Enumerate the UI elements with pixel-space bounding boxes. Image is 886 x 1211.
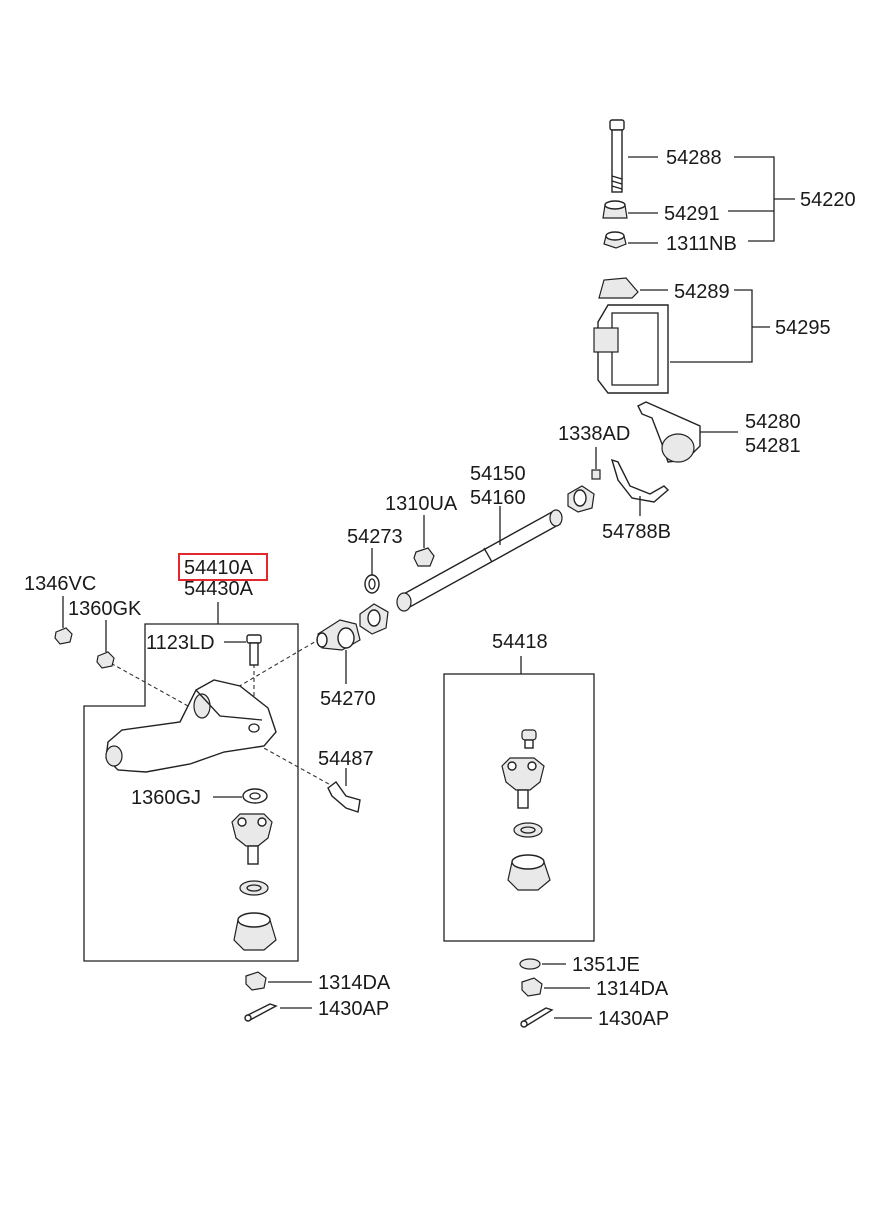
bolt-1123LD[interactable]: [246, 634, 262, 666]
label-1360GJ: 1360GJ: [131, 787, 201, 809]
highlight-box-54410A: [178, 553, 268, 581]
nut-1314DA-left[interactable]: [245, 971, 267, 991]
bushing-54273-upper[interactable]: [567, 485, 595, 513]
washer-1360GJ[interactable]: [242, 788, 268, 804]
cotter-pin-1430AP-left[interactable]: [244, 1003, 278, 1022]
assembly-box-54418: [443, 673, 595, 942]
nut-1360GK[interactable]: [96, 651, 115, 669]
assembly-box-54430A: [83, 623, 299, 962]
label-54280: 54280: [745, 411, 801, 433]
bracket-54280[interactable]: [637, 401, 701, 463]
ball-joint-right[interactable]: [501, 757, 545, 809]
label-1314DA-right: 1314DA: [596, 978, 669, 1000]
cotter-pin-1430AP-right[interactable]: [520, 1007, 554, 1028]
label-1360GK: 1360GK: [68, 598, 142, 620]
label-54410A[interactable]: 54410A: [184, 557, 254, 579]
label-1430AP-left: 1430AP: [318, 998, 389, 1020]
label-54220: 54220: [800, 189, 856, 211]
label-1430AP-right: 1430AP: [598, 1008, 669, 1030]
shaft-54150[interactable]: [396, 509, 563, 612]
label-1346VC: 1346VC: [24, 573, 96, 595]
label-54487: 54487: [318, 748, 374, 770]
label-54281: 54281: [745, 435, 801, 457]
label-1314DA-left: 1314DA: [318, 972, 391, 994]
bushing-54270[interactable]: [316, 603, 389, 651]
label-54430A: 54430A: [184, 578, 254, 600]
nut-1310UA[interactable]: [413, 547, 435, 567]
label-54289: 54289: [674, 281, 730, 303]
label-54295: 54295: [775, 317, 831, 339]
upper-control-arm[interactable]: [105, 679, 277, 773]
washer-1351JE[interactable]: [519, 958, 541, 970]
ball-joint-left[interactable]: [231, 813, 273, 865]
label-1123LD: 1123LD: [146, 632, 215, 654]
label-1351JE: 1351JE: [572, 954, 640, 976]
clip-54788B[interactable]: [610, 458, 670, 503]
nut-1311NB[interactable]: [603, 231, 627, 249]
nut-1346VC[interactable]: [54, 627, 73, 645]
label-54150: 54150: [470, 463, 526, 485]
label-54788B: 54788B: [602, 521, 671, 543]
label-1310UA: 1310UA: [385, 493, 458, 515]
seal-ring-left[interactable]: [239, 880, 269, 896]
dust-boot-right[interactable]: [507, 854, 551, 891]
label-54291: 54291: [664, 203, 720, 225]
washer-54273[interactable]: [364, 574, 380, 594]
bracket-54295[interactable]: [593, 304, 669, 394]
label-54160: 54160: [470, 487, 526, 509]
cap-54289[interactable]: [598, 277, 639, 299]
label-54418: 54418: [492, 631, 548, 653]
label-1338AD: 1338AD: [558, 423, 630, 445]
bushing-54291[interactable]: [602, 200, 628, 219]
label-1311NB: 1311NB: [666, 233, 737, 255]
seal-ring-right[interactable]: [513, 822, 543, 838]
grease-fitting[interactable]: [521, 729, 537, 749]
nut-1338AD[interactable]: [591, 469, 601, 480]
label-54288: 54288: [666, 147, 722, 169]
bolt-54288[interactable]: [609, 119, 625, 193]
label-54270: 54270: [320, 688, 376, 710]
nut-1314DA-right[interactable]: [521, 977, 543, 997]
dust-boot-left[interactable]: [233, 912, 277, 951]
bolt-54487[interactable]: [327, 781, 361, 813]
label-54273: 54273: [347, 526, 403, 548]
